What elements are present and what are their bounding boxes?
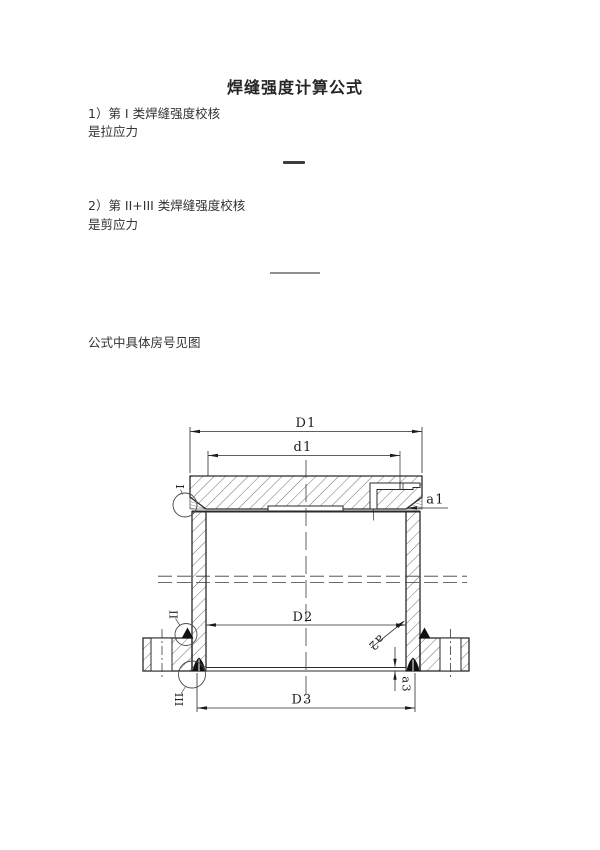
bolt-hole-left [150, 637, 173, 672]
page-title: 焊缝强度计算公式 [226, 78, 363, 97]
section-2-text: 是剪应力 [88, 217, 139, 232]
weld-callout-circle-II [174, 623, 198, 646]
dim-label-a2: a2 [365, 632, 387, 654]
dim-label-a3: a3 [400, 676, 414, 693]
dimension-D2: D2 [206, 610, 406, 627]
section-2-heading: 2）第 II+III 类焊缝强度校核 [88, 198, 246, 213]
weld-callout-label-I: I [173, 484, 187, 489]
weld-callout-circle-III [178, 660, 206, 689]
weld-callout-circle-I [172, 492, 198, 518]
dim-label-d1: d1 [294, 440, 313, 455]
dim-label-D1: D1 [295, 416, 316, 431]
shell-wall-right [405, 510, 421, 672]
vessel-section [142, 475, 470, 672]
formula-fraction-bar-2 [270, 272, 320, 274]
dimension-D1: D1 [189, 416, 423, 473]
dimension-a1: a1 [407, 493, 448, 510]
dim-label-D2: D2 [292, 610, 313, 625]
cover-port-channel [369, 482, 421, 510]
dimension-a3: a3 [393, 647, 414, 693]
weld-II-right [418, 627, 431, 639]
weld-I-left [189, 496, 207, 510]
section-1-heading: 1）第 I 类焊缝强度校核 [88, 106, 221, 121]
weld-callout-label-III: III [172, 693, 186, 707]
weld-II-left [181, 627, 194, 639]
formula-fraction-bar-1 [283, 161, 305, 164]
dimension-d1: d1 [207, 440, 401, 489]
dimension-a2: a2 [365, 620, 405, 654]
centerlines [158, 460, 467, 702]
figure-note: 公式中具体房号见图 [88, 335, 201, 350]
dim-label-a1: a1 [426, 493, 444, 508]
dim-label-D3: D3 [291, 693, 312, 708]
weld-callout-label-II: II [167, 610, 181, 619]
section-1-text: 是拉应力 [88, 124, 139, 139]
dimension-D3: D3 [196, 673, 416, 712]
dimension-lines: D1 d1 D2 [189, 416, 448, 712]
weld-seams [181, 496, 431, 671]
weld-callouts: I II III [167, 484, 206, 706]
shell-wall-left [191, 510, 207, 672]
